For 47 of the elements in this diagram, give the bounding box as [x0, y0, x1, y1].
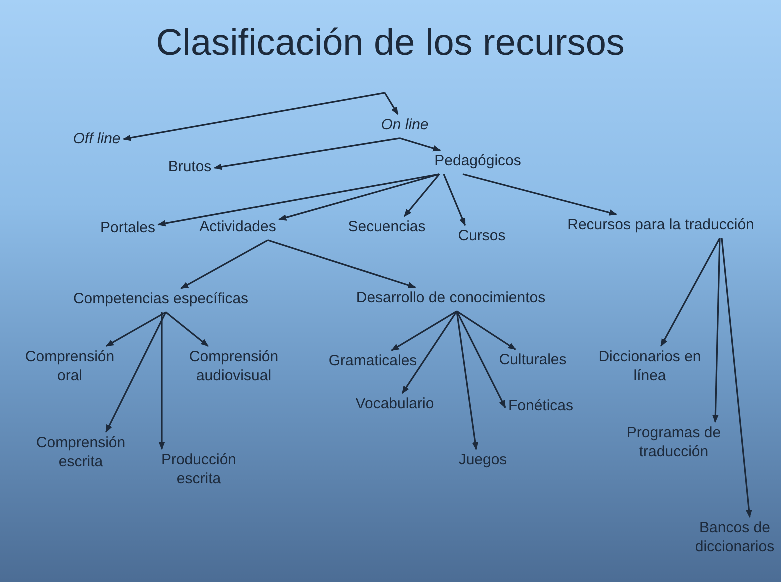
arrow	[384, 92, 399, 116]
node-label: Comprensión escrita	[26, 434, 136, 472]
arrow	[391, 310, 458, 352]
node-label: Comprensión audiovisual	[174, 348, 294, 386]
node-label: Producción escrita	[149, 451, 249, 489]
arrow	[214, 138, 400, 170]
arrow	[166, 312, 209, 347]
arrow	[158, 174, 440, 227]
arrow	[404, 174, 440, 218]
node-label: Programas de traducción	[624, 424, 724, 462]
node-label: Desarrollo de conocimientos	[356, 290, 546, 308]
arrow	[443, 174, 466, 226]
arrow	[456, 311, 479, 450]
node-label: On line	[381, 116, 429, 136]
arrow	[400, 138, 442, 152]
arrow	[180, 240, 268, 290]
arrow	[712, 238, 721, 424]
node-label: Off line	[73, 130, 121, 150]
node-label: Recursos para la traducción	[568, 216, 754, 236]
arrow	[158, 312, 166, 450]
arrow	[106, 312, 167, 434]
arrow	[123, 92, 386, 142]
node-label: Gramaticales	[328, 352, 418, 372]
arrow	[456, 311, 506, 409]
node-label: Portales	[100, 220, 156, 238]
node-label: Secuencias	[348, 218, 426, 238]
arrow	[278, 174, 440, 221]
arrow	[402, 310, 458, 394]
node-label: Culturales	[499, 352, 567, 370]
node-label: Diccionarios en línea	[595, 348, 705, 386]
arrow	[268, 240, 416, 288]
arrow	[462, 174, 618, 216]
arrow	[456, 310, 516, 350]
node-label: Cursos	[458, 228, 506, 246]
node-label: Comprensión oral	[15, 348, 125, 386]
arrow	[721, 238, 752, 518]
arrow	[106, 312, 166, 347]
node-label: Juegos	[458, 452, 508, 470]
node-label: Pedagógicos	[434, 152, 522, 172]
node-label: Vocabulario	[356, 396, 434, 414]
arrow	[660, 238, 721, 347]
diagram-title: Clasificación de los recursos	[155, 22, 626, 64]
node-label: Bancos de diccionarios	[685, 519, 781, 557]
node-label: Brutos	[168, 158, 212, 178]
node-label: Actividades	[200, 218, 276, 238]
node-label: Competencias específicas	[73, 290, 249, 310]
node-label: Fonéticas	[508, 398, 574, 416]
